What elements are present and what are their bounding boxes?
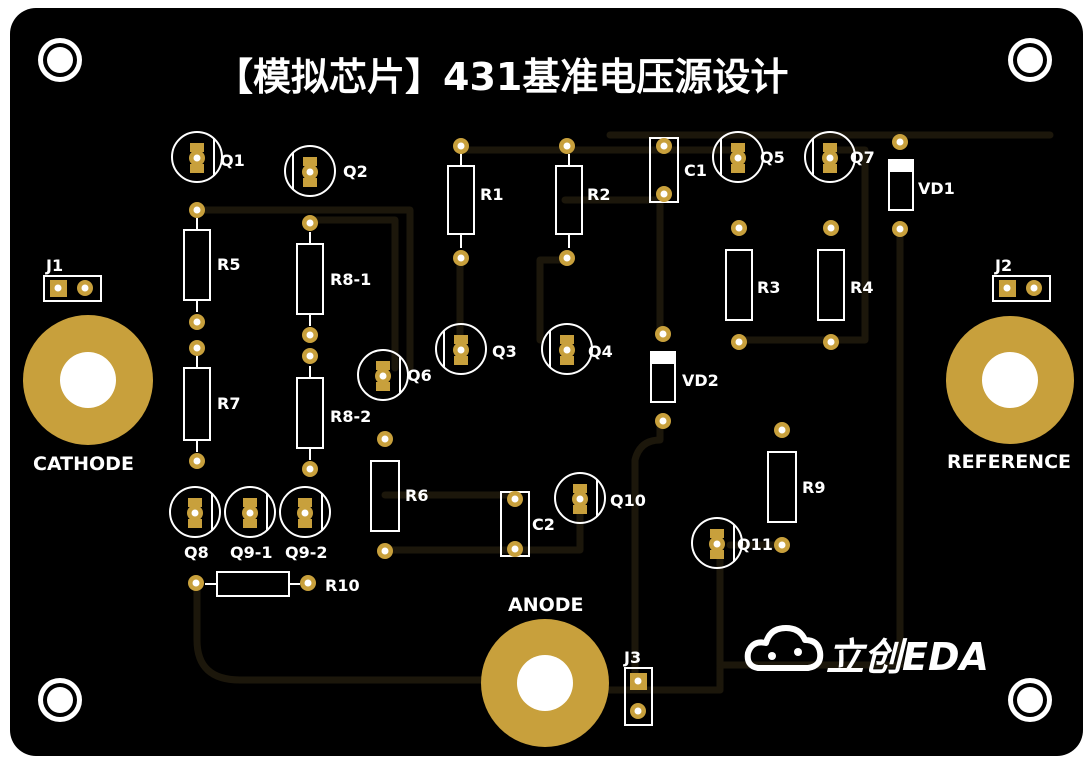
label-r8-1: R8-1 bbox=[330, 270, 371, 289]
resistor-r8-2[interactable] bbox=[296, 348, 324, 477]
label-q6: Q6 bbox=[407, 366, 432, 385]
label-q2: Q2 bbox=[343, 162, 368, 181]
transistor-q4[interactable] bbox=[541, 323, 593, 375]
transistor-q6[interactable] bbox=[357, 349, 409, 401]
label-q1: Q1 bbox=[220, 151, 245, 170]
transistor-q7[interactable] bbox=[804, 131, 856, 183]
label-c2: C2 bbox=[532, 515, 555, 534]
label-j3: J3 bbox=[623, 648, 641, 667]
label-vd2: VD2 bbox=[682, 371, 719, 390]
board-substrate bbox=[10, 8, 1083, 756]
label-r5: R5 bbox=[217, 255, 240, 274]
resistor-r2[interactable] bbox=[555, 138, 583, 266]
transistor-q9-2[interactable] bbox=[279, 486, 331, 538]
diode-vd2[interactable] bbox=[650, 326, 676, 429]
label-r6: R6 bbox=[405, 486, 428, 505]
transistor-q2[interactable] bbox=[284, 145, 336, 197]
connector-j3[interactable] bbox=[624, 667, 653, 726]
resistor-r5[interactable] bbox=[183, 202, 211, 330]
resistor-r4[interactable] bbox=[817, 220, 845, 350]
label-c1: C1 bbox=[684, 161, 707, 180]
label-r1: R1 bbox=[480, 185, 503, 204]
label-q7: Q7 bbox=[850, 148, 875, 167]
label-anode: ANODE bbox=[508, 594, 584, 616]
label-reference: REFERENCE bbox=[947, 451, 1071, 473]
label-q11: Q11 bbox=[737, 535, 773, 554]
label-q9-1: Q9-1 bbox=[230, 543, 273, 562]
transistor-q10[interactable] bbox=[554, 472, 606, 524]
label-r2: R2 bbox=[587, 185, 610, 204]
connector-j1[interactable] bbox=[43, 275, 102, 302]
label-r4: R4 bbox=[850, 278, 873, 297]
terminal-reference[interactable] bbox=[946, 316, 1074, 444]
transistor-q8[interactable] bbox=[169, 486, 221, 538]
resistor-r1[interactable] bbox=[447, 138, 475, 266]
resistor-r9[interactable] bbox=[767, 422, 797, 553]
resistor-r6[interactable] bbox=[370, 431, 400, 559]
diode-vd1[interactable] bbox=[888, 134, 914, 237]
transistor-q1[interactable] bbox=[171, 131, 223, 183]
resistor-r10[interactable] bbox=[188, 571, 316, 597]
connector-j2[interactable] bbox=[992, 275, 1051, 302]
terminal-anode[interactable] bbox=[481, 619, 609, 747]
label-j2: J2 bbox=[994, 256, 1012, 275]
transistor-q9-1[interactable] bbox=[224, 486, 276, 538]
label-cathode: CATHODE bbox=[33, 453, 134, 475]
capacitor-c2[interactable] bbox=[500, 491, 530, 557]
label-q9-2: Q9-2 bbox=[285, 543, 328, 562]
transistor-q3[interactable] bbox=[435, 323, 487, 375]
resistor-r7[interactable] bbox=[183, 340, 211, 469]
label-r7: R7 bbox=[217, 394, 240, 413]
label-q10: Q10 bbox=[610, 491, 646, 510]
label-r10: R10 bbox=[325, 576, 360, 595]
resistor-r8-1[interactable] bbox=[296, 215, 324, 343]
label-q4: Q4 bbox=[588, 342, 613, 361]
resistor-r3[interactable] bbox=[725, 220, 753, 350]
label-j1: J1 bbox=[45, 256, 63, 275]
label-q5: Q5 bbox=[760, 148, 785, 167]
transistor-q11[interactable] bbox=[691, 517, 743, 569]
capacitor-c1[interactable] bbox=[649, 137, 679, 203]
label-r3: R3 bbox=[757, 278, 780, 297]
label-r9: R9 bbox=[802, 478, 825, 497]
terminal-cathode[interactable] bbox=[23, 315, 153, 445]
mounting-holes bbox=[38, 38, 1052, 722]
cloud-icon bbox=[744, 625, 824, 671]
label-q8: Q8 bbox=[184, 543, 209, 562]
board-title: 【模拟芯片】431基准电压源设计 bbox=[215, 55, 788, 99]
lceda-logo: 立创EDA bbox=[744, 625, 989, 679]
label-r8-2: R8-2 bbox=[330, 407, 371, 426]
logo-text: 立创EDA bbox=[826, 635, 989, 679]
label-vd1: VD1 bbox=[918, 179, 955, 198]
transistor-q5[interactable] bbox=[712, 131, 764, 183]
label-q3: Q3 bbox=[492, 342, 517, 361]
